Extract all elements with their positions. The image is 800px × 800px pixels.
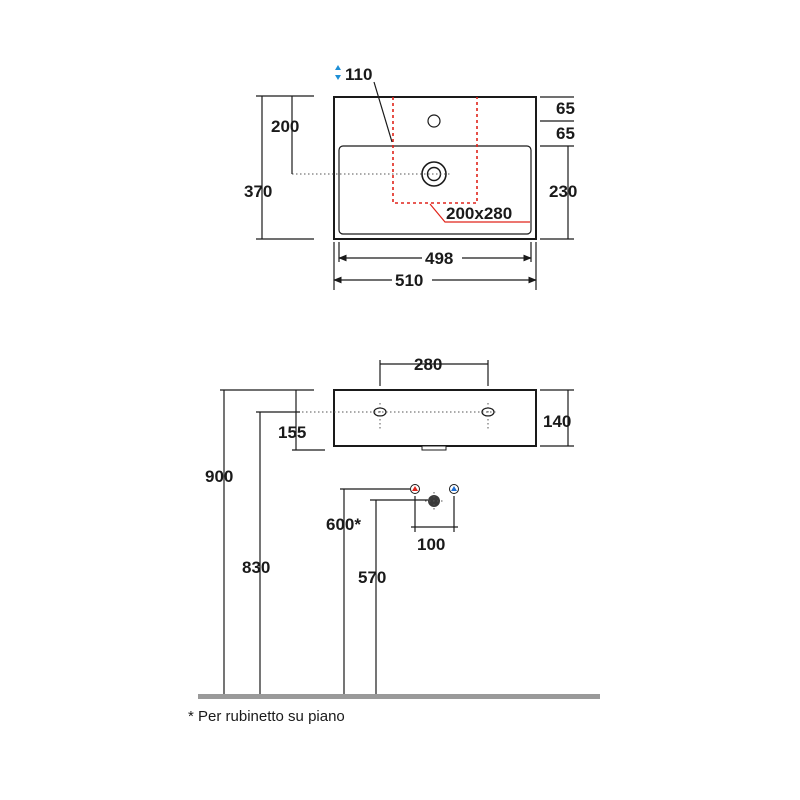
clearance-zone-outline: [392, 97, 478, 204]
overall-depth-label: 370: [244, 182, 272, 201]
tap-depth-leader: [373, 81, 393, 143]
clearance-zone-leader: [429, 203, 530, 223]
tap-hole: [427, 114, 441, 128]
clearance-zone-label: 200x280: [446, 204, 512, 223]
basin-height-label: 140: [543, 412, 571, 431]
waste-outlet-icon: [425, 492, 443, 512]
fixing-height-label: 830: [242, 558, 270, 577]
tap-hole-depth-label: 110: [345, 65, 372, 84]
hot-supply-icon: [410, 484, 420, 494]
basin-front-outline: [333, 389, 537, 447]
overall-width-label: 510: [395, 271, 423, 290]
drain-icon: [421, 161, 447, 187]
supply-spacing-label: 100: [417, 535, 445, 554]
footnote: * Per rubinetto su piano: [188, 708, 345, 725]
waste-outlet: [421, 445, 447, 451]
front-view: 280 140 155 900 830 600* 570: [198, 355, 600, 699]
fixing-spacing-label: 280: [414, 355, 442, 374]
basin-bowl-outline: [338, 145, 532, 235]
top-height-label: 900: [205, 467, 233, 486]
floor-line: [198, 694, 600, 699]
fixing-offset-label: 155: [278, 423, 306, 442]
tap-depth-arrow-icon: [335, 65, 341, 80]
rim-top-label: 65: [556, 99, 575, 118]
supply-height-label: 600*: [326, 515, 361, 534]
waste-height-label: 570: [358, 568, 386, 587]
cold-supply-icon: [449, 484, 459, 494]
inner-width-label: 498: [425, 249, 453, 268]
bowl-depth-label: 230: [549, 182, 577, 201]
drain-offset-label: 200: [271, 117, 299, 136]
plan-view: 110 200x280 370 200 65 65 230 498 510: [244, 65, 577, 290]
rim-gap-label: 65: [556, 124, 575, 143]
